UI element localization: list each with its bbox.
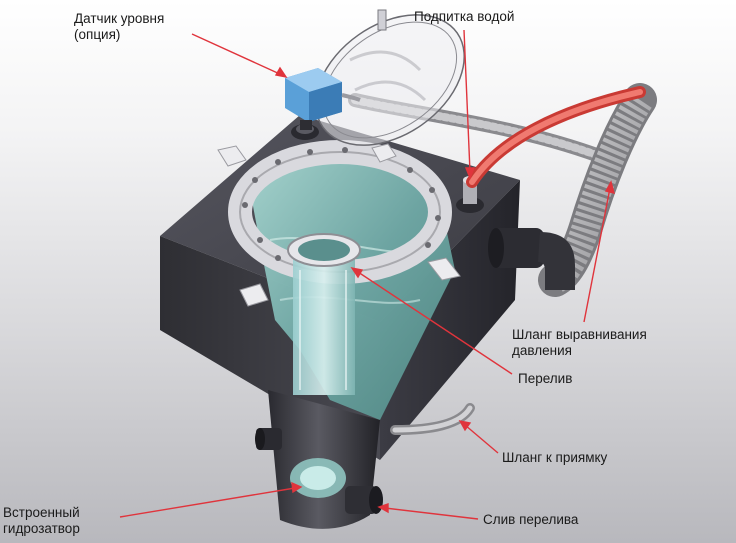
label-line: Перелив [518,371,573,386]
label-line: Шланг к приямку [502,450,608,465]
leader-water-seal [119,481,303,518]
leader-overflow-drain [377,503,479,520]
lid-clamps [217,143,461,307]
leader-level-sensor [191,33,288,79]
label-line: Подпитка водой [414,9,515,24]
label-overflow: Перелив [518,371,572,387]
overflow-standpipe [287,233,361,395]
label-water-feed: Подпитка водой [414,9,514,25]
sump-hose [390,403,475,435]
left-pipe-stub [255,428,282,450]
leader-pressure-hose [583,180,615,323]
leader-water-feed [463,29,476,180]
transparent-lid [315,9,465,146]
label-line: давления [512,343,572,358]
label-level-sensor: Датчик уровня (опция) [74,11,164,43]
label-line: (опция) [74,27,121,42]
label-pressure-hose: Шланг выравнивания давления [512,327,647,359]
label-water-seal: Встроенный гидрозатвор [3,505,80,537]
leader-sump-hose [458,420,499,454]
level-sensor [285,68,361,130]
label-line: Датчик уровня [74,11,165,26]
overflow-drain-outlet [345,486,383,514]
label-overflow-drain: Слив перелива [483,512,578,528]
label-sump-hose: Шланг к приямку [502,450,607,466]
label-line: гидрозатвор [3,521,80,536]
leader-overflow [350,266,513,375]
side-elbow-fitting [488,228,575,290]
leader-lines [119,29,615,520]
label-line: Встроенный [3,505,80,520]
label-line: Слив перелива [483,512,579,527]
water-feed-hose [466,86,646,188]
label-line: Шланг выравнивания [512,327,647,342]
